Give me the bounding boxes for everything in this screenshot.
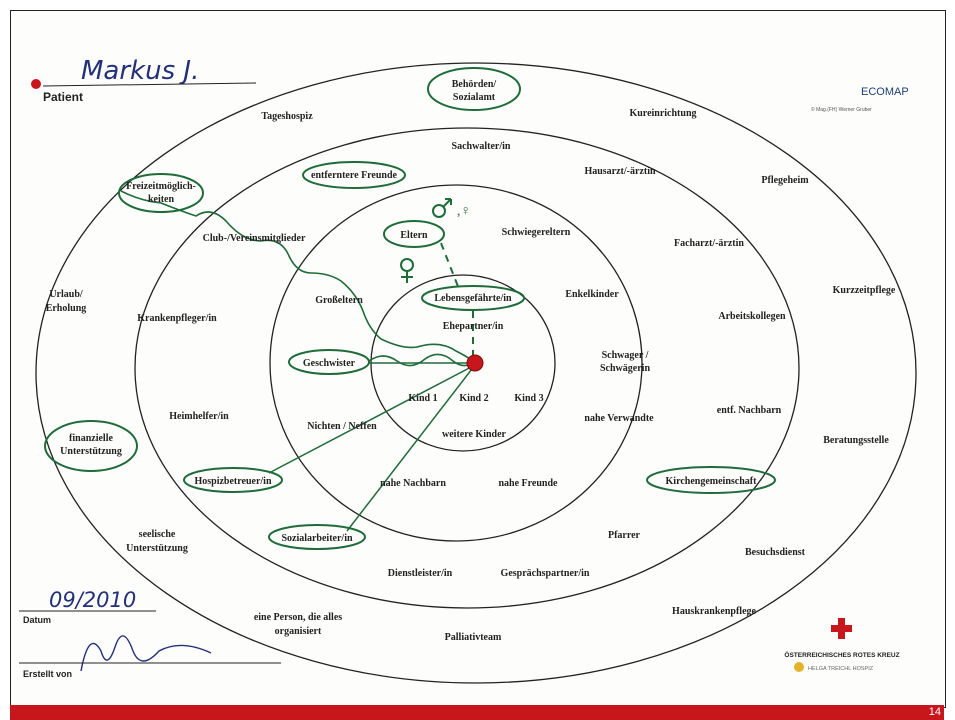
third-ring (134, 127, 800, 609)
circle-entferntere-freunde (302, 161, 406, 189)
label-weitere-kinder: weitere Kinder (442, 429, 507, 440)
label-eine-person-2: organisiert (275, 626, 322, 637)
label-krankenpfleger: Krankenpfleger/in (137, 313, 217, 324)
circle-lebensgefaehrte (421, 285, 525, 311)
label-geschwister: Geschwister (303, 358, 356, 369)
label-schwager-2: Schwägerin (600, 363, 650, 374)
date-value: 09/2010 (49, 588, 136, 612)
red-cross-icon (831, 618, 852, 639)
label-gespraechspartner: Gesprächspartner/in (501, 568, 590, 579)
label-kind2: Kind 2 (459, 393, 488, 404)
label-eltern: Eltern (400, 230, 428, 241)
label-enkelkinder: Enkelkinder (565, 289, 619, 300)
label-entf-nachbarn: entf. Nachbarn (717, 405, 782, 416)
slide-number: 14 (928, 706, 941, 718)
patient-label: Patient (43, 90, 83, 104)
connection-freizeit (120, 190, 474, 362)
label-facharzt: Facharzt/-ärztin (674, 238, 744, 249)
circle-sozialarbeiter (268, 524, 366, 550)
label-hauskrankenpflege: Hauskrankenpflege (672, 606, 756, 617)
label-sozialarbeiter: Sozialarbeiter/in (281, 533, 353, 544)
label-nahe-freunde: nahe Freunde (499, 478, 559, 489)
circle-behoerden (427, 67, 521, 111)
label-kurzzeitpflege: Kurzzeitpflege (833, 285, 896, 296)
label-pflegeheim: Pflegeheim (761, 175, 809, 186)
patient-name: Markus J. (81, 56, 199, 86)
label-eine-person-1: eine Person, die alles (254, 612, 342, 623)
second-ring (269, 184, 643, 542)
patient-dot-icon (466, 354, 484, 372)
label-entferntere-freunde: entferntere Freunde (311, 170, 398, 181)
org-sub: HELGA TREICHL HOSPIZ (808, 666, 874, 672)
label-tageshospiz: Tageshospiz (261, 111, 313, 122)
label-behoerden-2: Sozialamt (453, 92, 496, 103)
hospice-sun-icon (794, 662, 804, 672)
label-urlaub-2: Erholung (46, 303, 87, 314)
label-seelische-1: seelische (139, 529, 176, 540)
ecomap-sheet: Markus J. Patient ECOMAP © Mag.(FH) Wern… (10, 10, 946, 708)
label-kureinrichtung: Kureinrichtung (629, 108, 696, 119)
svg-text:,♀: ,♀ (457, 204, 471, 219)
patient-legend-dot (31, 79, 41, 89)
label-finanzielle-2: Unterstützung (60, 446, 122, 457)
label-nichten: Nichten / Neffen (307, 421, 377, 432)
connection-hospizbetreuer (268, 364, 476, 474)
created-label: Erstellt von (23, 669, 72, 679)
label-dienstleister: Dienstleister/in (388, 568, 453, 579)
circle-finanzielle (44, 420, 138, 472)
label-kind3: Kind 3 (514, 393, 543, 404)
ecomap-diagram: Markus J. Patient ECOMAP © Mag.(FH) Wern… (19, 56, 917, 684)
circle-kirchengemeinschaft (646, 466, 776, 494)
label-kirchengemeinschaft: Kirchengemeinschaft (666, 476, 758, 487)
label-finanzielle-1: finanzielle (69, 433, 113, 444)
outer-ring (35, 62, 917, 684)
circle-hospizbetreuer (183, 467, 283, 493)
connection-sozialarbeiter (346, 364, 476, 532)
label-grosseltern: Großeltern (315, 295, 363, 306)
label-sachwalter: Sachwalter/in (452, 141, 511, 152)
label-club: Club-/Vereinsmitglieder (203, 233, 306, 244)
label-hausarzt: Hausarzt/-ärztin (584, 166, 656, 177)
label-lebensgefaehrte: Lebensgefährte/in (434, 293, 512, 304)
signature-icon (80, 635, 212, 672)
label-schwager-1: Schwager / (602, 350, 649, 361)
org-name: ÖSTERREICHISCHES ROTES KREUZ (784, 650, 899, 659)
label-behoerden-1: Behörden/ (452, 79, 497, 90)
label-urlaub-1: Urlaub/ (49, 289, 83, 300)
copyright-note: © Mag.(FH) Werner Gruber (811, 106, 872, 113)
label-hospizbetreuer: Hospizbetreuer/in (194, 476, 271, 487)
label-ehepartner: Ehepartner/in (443, 321, 504, 332)
label-nahe-verwandte: nahe Verwandte (584, 413, 654, 424)
ecomap-title: ECOMAP (861, 86, 909, 98)
label-arbeitskollegen: Arbeitskollegen (718, 311, 786, 322)
male-symbol-icon: ,♀ (432, 198, 471, 219)
circle-freizeit (118, 173, 204, 213)
label-heimhelfer: Heimhelfer/in (169, 411, 229, 422)
label-freizeit-2: keiten (148, 194, 175, 205)
connection-eltern (440, 242, 460, 290)
female-symbol-icon (400, 258, 414, 283)
circle-eltern (383, 220, 445, 248)
date-label: Datum (23, 615, 51, 625)
circle-geschwister (288, 349, 370, 375)
footer-bar (10, 705, 944, 720)
label-nahe-nachbarn: nahe Nachbarn (380, 478, 446, 489)
label-besuchsdienst: Besuchsdienst (745, 547, 806, 558)
label-seelische-2: Unterstützung (126, 543, 188, 554)
label-freizeit-1: Freizeitmöglich- (126, 181, 196, 192)
label-kind1: Kind 1 (408, 393, 437, 404)
label-schwiegereltern: Schwiegereltern (502, 227, 571, 238)
label-beratungsstelle: Beratungsstelle (823, 435, 889, 446)
connection-geschwister-wavy (368, 353, 474, 367)
label-palliativteam: Palliativteam (445, 632, 502, 643)
patient-name-line (42, 82, 257, 87)
label-pfarrer: Pfarrer (608, 530, 641, 541)
